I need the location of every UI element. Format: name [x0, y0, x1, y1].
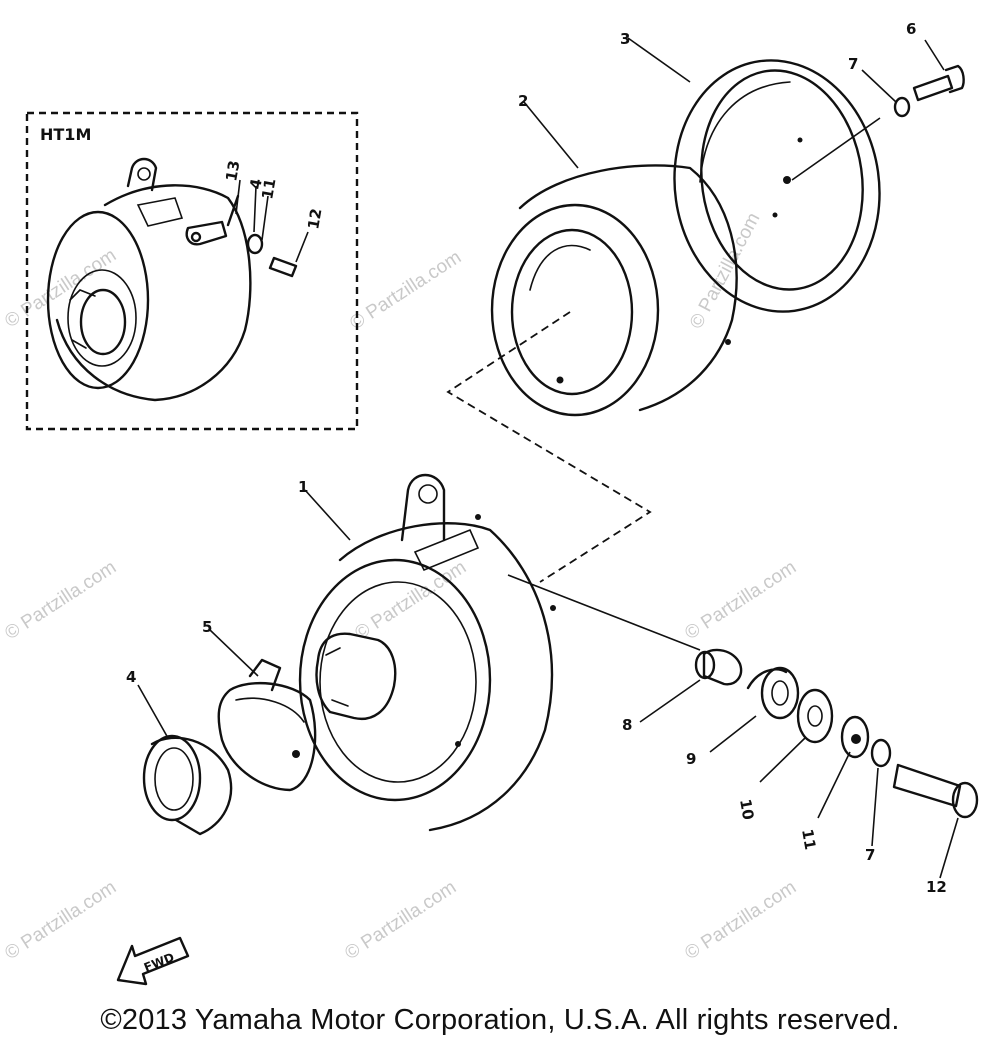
watermarks: © Partzilla.com © Partzilla.com © Partzi… — [1, 209, 800, 964]
callout-11: 11 — [798, 828, 819, 852]
inset-ht1m: HT1M 13 4 11 12 — [25, 111, 359, 431]
callout-12: 12 — [304, 207, 325, 231]
band-clamp — [217, 658, 317, 792]
callout-2: 2 — [518, 92, 528, 110]
callout-8: 8 — [622, 716, 632, 734]
watermark: © Partzilla.com — [681, 877, 800, 964]
watermark: © Partzilla.com — [1, 877, 120, 964]
callout-10: 10 — [736, 798, 757, 822]
callout-4: 4 — [126, 668, 136, 686]
callout-9: 9 — [686, 750, 696, 768]
fwd-arrow: FWD — [116, 936, 190, 986]
callout-1: 1 — [298, 478, 308, 496]
watermark: © Partzilla.com — [686, 209, 765, 332]
hardware-stack — [137, 37, 979, 879]
callout-5: 5 — [202, 618, 212, 636]
watermark: © Partzilla.com — [1, 245, 120, 332]
watermark: © Partzilla.com — [341, 877, 460, 964]
callout-13: 13 — [222, 159, 243, 183]
air-cleaner-cover — [673, 59, 881, 313]
callout-11: 11 — [258, 177, 279, 201]
callout-7: 7 — [865, 846, 875, 864]
air-filter-element — [490, 164, 738, 417]
watermark: © Partzilla.com — [346, 247, 465, 334]
callout-6: 6 — [906, 20, 916, 38]
callouts: 1 2 3 4 5 6 7 7 8 9 10 11 12 — [126, 20, 947, 896]
assembly-line — [446, 311, 652, 583]
air-cleaner-case — [298, 473, 701, 832]
joint-ring — [142, 734, 233, 836]
callout-12: 12 — [926, 878, 947, 896]
top-bolt — [791, 39, 965, 181]
copyright-text: ©2013 Yamaha Motor Corporation, U.S.A. A… — [100, 1004, 900, 1036]
callout-3: 3 — [620, 30, 630, 48]
callout-7: 7 — [848, 55, 858, 73]
watermark: © Partzilla.com — [351, 557, 470, 644]
watermark: © Partzilla.com — [681, 557, 800, 644]
inset-label: HT1M — [40, 125, 91, 144]
watermark: © Partzilla.com — [1, 557, 120, 644]
callout-4: 4 — [246, 177, 266, 190]
fwd-label: FWD — [142, 950, 176, 975]
